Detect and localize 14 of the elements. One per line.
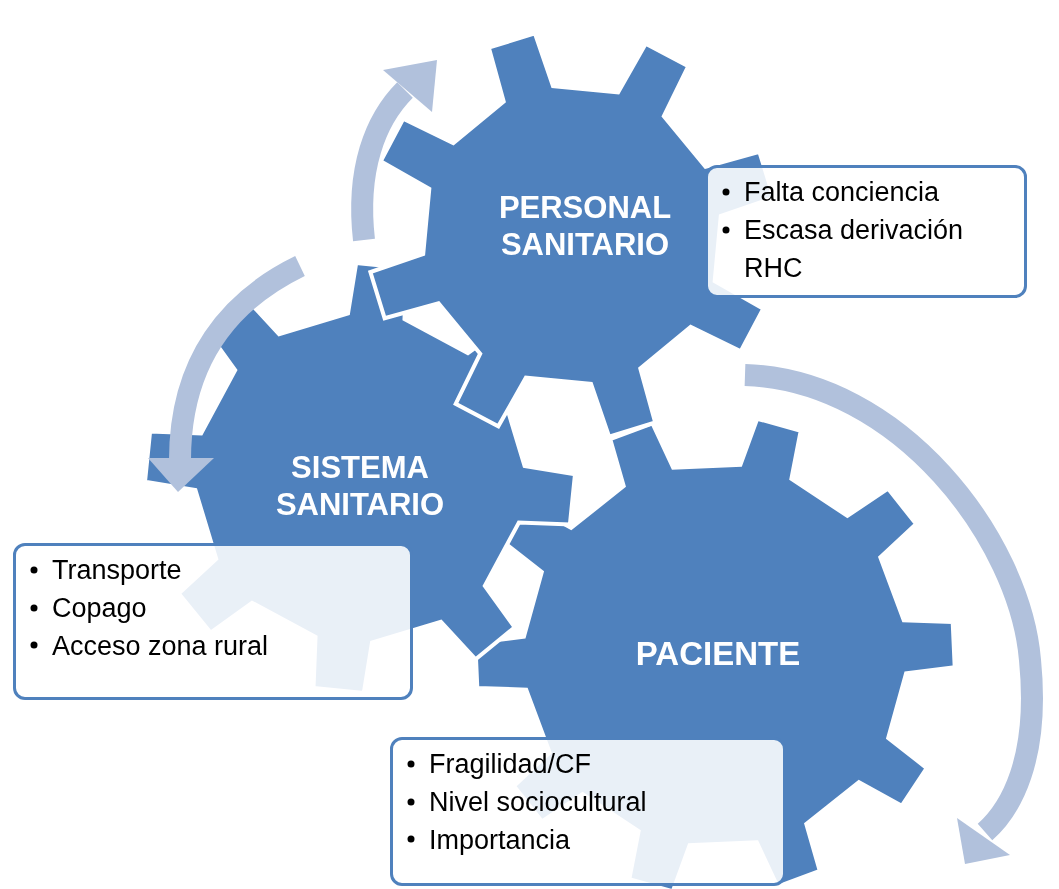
text-box [390, 737, 786, 886]
bullet-item: Transporte [52, 555, 182, 585]
gear-label: PERSONAL SANITARIO [497, 188, 673, 264]
bullet-item: Importancia [429, 824, 571, 855]
gear-label: PACIENTE [634, 634, 802, 674]
text-box [705, 165, 1027, 298]
bullet-item: Escasa derivación RHC [744, 214, 964, 283]
bullet-item: Copago [52, 592, 147, 623]
bullet-item: Acceso zona rural [52, 630, 269, 661]
bullet-item: Fragilidad/CF [429, 749, 592, 779]
text-box [13, 543, 413, 700]
bullet-item: Nivel sociocultural [429, 786, 647, 817]
bullet-item: Falta conciencia [744, 177, 940, 207]
gear-label: SISTEMA SANITARIO [274, 448, 446, 524]
